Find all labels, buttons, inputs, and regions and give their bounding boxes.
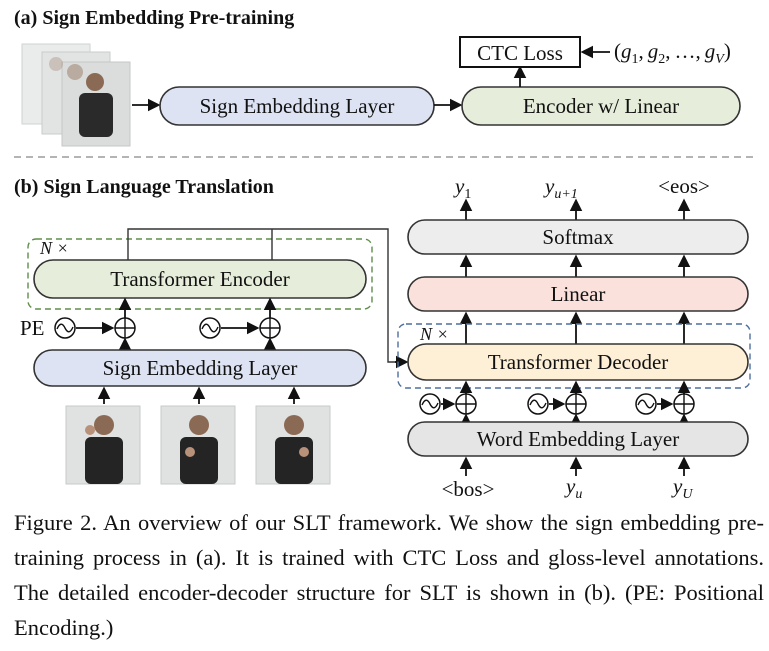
video-frame — [160, 405, 236, 485]
encoder-repeat-group — [27, 238, 373, 310]
gloss-sequence: (g1,g2,…,gV) — [614, 39, 731, 67]
panel-a-heading: (a) Sign Embedding Pre-training — [14, 7, 294, 29]
transformer-decoder-label: Transformer Decoder — [488, 350, 669, 374]
positional-encoding-icon — [54, 317, 76, 339]
input-yU: yU — [671, 474, 693, 502]
video-frame — [255, 405, 331, 485]
softmax-box — [407, 219, 749, 255]
positional-encoding-icon — [635, 393, 657, 415]
pe-label: PE — [20, 316, 45, 340]
sign-embedding-layer-box — [159, 86, 435, 126]
encoder-linear-label: Encoder w/ Linear — [523, 94, 679, 118]
word-embedding-layer-label: Word Embedding Layer — [477, 427, 679, 451]
output-yu1: yu+1 — [543, 174, 578, 202]
add-icon — [455, 393, 477, 415]
ctc-loss-label: CTC Loss — [477, 41, 563, 65]
svg-text:y1: y1 — [453, 174, 471, 202]
decoder-repeat-label: N × — [419, 324, 449, 344]
svg-text:yU: yU — [671, 474, 693, 502]
decoder-repeat-group — [397, 323, 751, 389]
transformer-encoder-box — [33, 259, 367, 299]
output-eos: <eos> — [658, 174, 710, 198]
transformer-decoder-box — [407, 343, 749, 381]
ctc-loss-box — [459, 36, 581, 68]
input-bos: <bos> — [442, 477, 495, 501]
add-icon — [673, 393, 695, 415]
add-icon — [114, 317, 136, 339]
sign-embedding-layer-box-b — [33, 349, 367, 387]
video-frame — [65, 405, 141, 485]
svg-text:yu: yu — [564, 474, 582, 502]
sign-embedding-layer-label: Sign Embedding Layer — [200, 94, 395, 118]
positional-encoding-icon — [199, 317, 221, 339]
video-frames-stack — [21, 43, 131, 147]
svg-text:yu+1: yu+1 — [543, 174, 578, 202]
encoder-linear-box — [461, 86, 741, 126]
word-embedding-layer-box — [407, 421, 749, 457]
add-icon — [565, 393, 587, 415]
transformer-encoder-label: Transformer Encoder — [110, 267, 289, 291]
softmax-label: Softmax — [542, 225, 614, 249]
add-icon — [259, 317, 281, 339]
encoder-repeat-label: N × — [39, 238, 69, 258]
linear-label: Linear — [551, 282, 606, 306]
panel-b-heading: (b) Sign Language Translation — [14, 176, 274, 198]
positional-encoding-icon — [419, 393, 441, 415]
figure-caption: Figure 2. An overview of our SLT framewo… — [14, 510, 764, 640]
linear-box — [407, 276, 749, 312]
sign-embedding-layer-label-b: Sign Embedding Layer — [103, 356, 298, 380]
encoder-to-decoder-connector — [127, 228, 403, 363]
input-yu: yu — [564, 474, 582, 502]
positional-encoding-icon — [527, 393, 549, 415]
output-y1: y1 — [453, 174, 471, 202]
